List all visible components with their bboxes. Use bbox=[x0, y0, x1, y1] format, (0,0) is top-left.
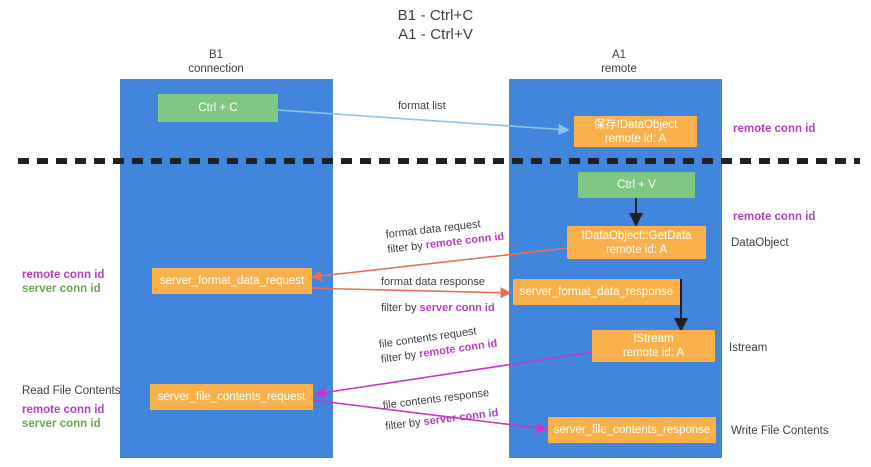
edge-label-format-data-response: format data response filter by server co… bbox=[381, 275, 495, 316]
annotation-istream: Istream bbox=[729, 342, 768, 354]
edge-label-format-data-request: format data request filter by remote con… bbox=[385, 215, 505, 258]
node-server-format-data-request[interactable]: server_format_data_request bbox=[152, 268, 312, 294]
column-header-b1-sub: connection bbox=[188, 63, 244, 75]
node-idataobject-getdata[interactable]: IDataObject::GetData remote id: A bbox=[567, 226, 706, 259]
node-server-format-data-response[interactable]: server_format_data_response bbox=[513, 279, 680, 305]
annotation-remote-conn-id-top: remote conn id bbox=[733, 123, 816, 135]
column-header-a1-name: A1 bbox=[611, 49, 627, 61]
edge-label-file-contents-request-filter-prefix: filter by bbox=[380, 348, 421, 366]
node-ctrl-c-label: Ctrl + C bbox=[198, 102, 238, 114]
annotation-left-server-conn-id-2: server conn id bbox=[22, 418, 101, 430]
node-istream[interactable]: IStream remote id: A bbox=[592, 330, 715, 362]
column-header-b1-name: B1 bbox=[208, 49, 224, 61]
annotation-write-file-contents: Write File Contents bbox=[731, 425, 829, 437]
node-istream-label: IStream bbox=[633, 333, 674, 345]
node-server-file-contents-request-label: server_file_contents_request bbox=[157, 391, 306, 403]
column-header-b1: B1 connection bbox=[136, 48, 296, 76]
annotation-left-remote-conn-id-1: remote conn id bbox=[22, 269, 105, 281]
node-save-idataobject[interactable]: 保存IDataObject remote id: A bbox=[574, 116, 697, 147]
node-save-idataobject-label: 保存IDataObject bbox=[593, 118, 678, 131]
column-header-a1: A1 remote bbox=[539, 48, 699, 76]
node-server-format-data-request-label: server_format_data_request bbox=[159, 275, 305, 287]
node-istream-sub: remote id: A bbox=[622, 347, 685, 359]
edge-label-format-data-response-line1: format data response bbox=[381, 276, 485, 288]
node-server-format-data-response-label: server_format_data_response bbox=[519, 286, 674, 298]
edge-label-file-contents-request: file contents request filter by remote c… bbox=[378, 322, 498, 368]
edge-label-file-contents-response: file contents response filter by server … bbox=[382, 385, 499, 435]
node-idataobject-getdata-sub: remote id: A bbox=[605, 243, 668, 256]
annotation-remote-conn-id-mid: remote conn id bbox=[733, 211, 816, 223]
edge-label-format-data-response-filter-key: server conn id bbox=[419, 302, 495, 314]
edge-label-format-list: format list bbox=[398, 100, 446, 112]
node-ctrl-v[interactable]: Ctrl + V bbox=[578, 172, 695, 198]
node-idataobject-getdata-label: IDataObject::GetData bbox=[581, 229, 692, 242]
page-title-line-1: B1 - Ctrl+C bbox=[397, 7, 474, 24]
annotation-dataobject: DataObject bbox=[731, 237, 789, 249]
column-header-a1-sub: remote bbox=[601, 63, 637, 75]
node-server-file-contents-response[interactable]: server_file_contents_response bbox=[548, 417, 716, 443]
annotation-read-file-contents: Read File Contents bbox=[22, 385, 121, 397]
annotation-left-server-conn-id-1: server conn id bbox=[22, 283, 101, 295]
edge-label-file-contents-response-filter-prefix: filter by bbox=[384, 416, 425, 433]
node-server-file-contents-request[interactable]: server_file_contents_request bbox=[150, 384, 313, 410]
node-save-idataobject-sub: remote id: A bbox=[604, 132, 667, 145]
page-title-line-2: A1 - Ctrl+V bbox=[398, 26, 473, 43]
edge-label-file-contents-response-filter-key: server conn id bbox=[422, 406, 500, 429]
edge-label-format-data-request-filter-prefix: filter by bbox=[386, 239, 427, 256]
edge-label-format-data-response-line2: filter by server conn id bbox=[381, 301, 495, 316]
page-title: B1 - Ctrl+C A1 - Ctrl+V bbox=[0, 6, 871, 44]
edge-label-format-data-response-filter-prefix: filter by bbox=[381, 302, 420, 314]
annotation-left-remote-conn-id-2: remote conn id bbox=[22, 404, 105, 416]
node-server-file-contents-response-label: server_file_contents_response bbox=[553, 424, 711, 436]
node-ctrl-c[interactable]: Ctrl + C bbox=[158, 94, 278, 122]
node-ctrl-v-label: Ctrl + V bbox=[617, 179, 656, 191]
